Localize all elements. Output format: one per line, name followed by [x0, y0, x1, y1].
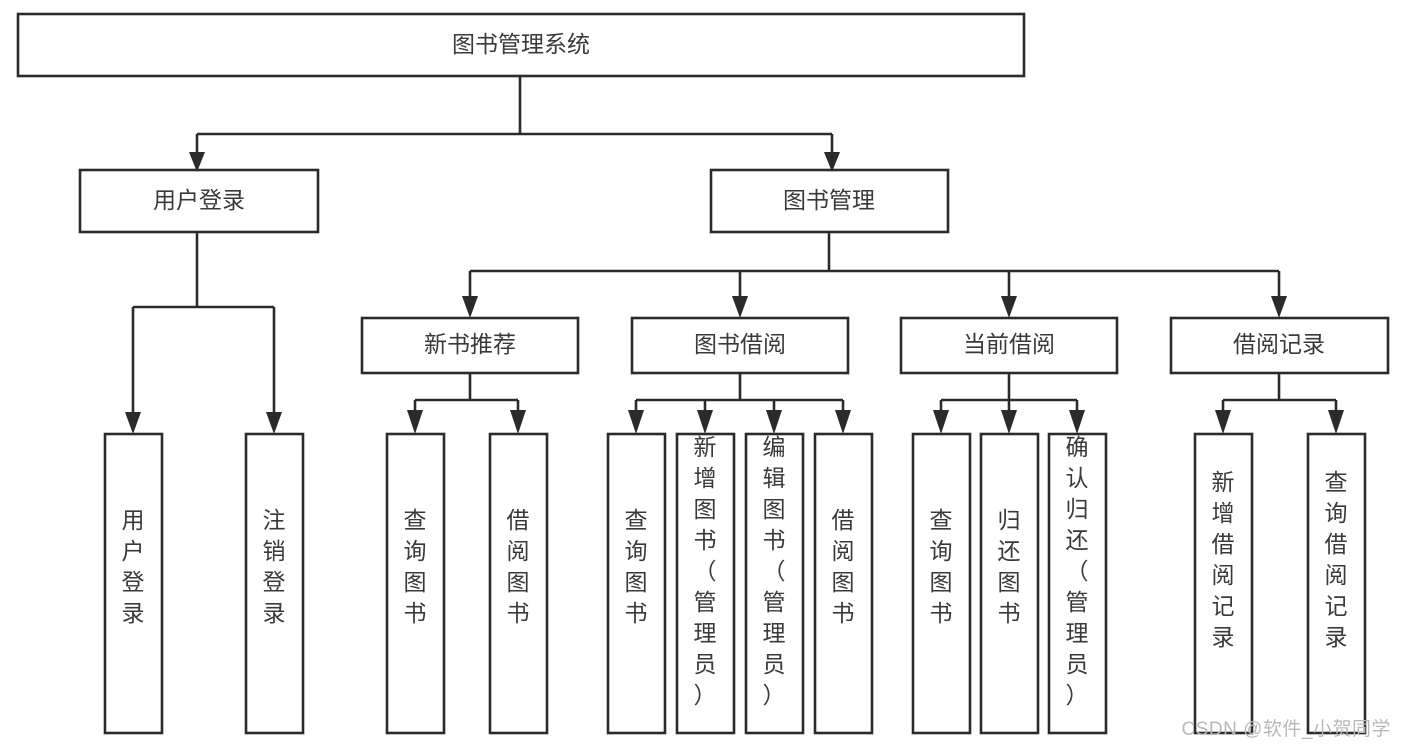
arrowhead-book-manage	[824, 152, 840, 172]
node-leaf-confirm-return-label: 确认归还（管理员）	[1066, 434, 1089, 708]
node-root-label: 图书管理系统	[452, 31, 590, 57]
node-leaf-confirm-return[interactable]: 确认归还（管理员）	[1047, 432, 1108, 735]
node-leaf-user-login-box[interactable]	[103, 432, 164, 735]
arrowhead-leaf-logout-login	[266, 412, 282, 434]
node-new-book-rec[interactable]: 新书推荐	[360, 316, 580, 375]
arrowhead-book-borrow	[732, 296, 748, 318]
arrowhead-current-borrow	[1001, 296, 1017, 318]
node-leaf-return-book-box[interactable]	[979, 432, 1040, 735]
node-current-borrow[interactable]: 当前借阅	[899, 316, 1119, 375]
node-leaf-query-book-1-label: 查询图书	[404, 507, 427, 626]
edge-new-book-rec-to-leaves	[413, 373, 520, 416]
arrowhead-new-book-rec	[462, 296, 478, 318]
edge-book-manage-to-level3	[468, 232, 1281, 300]
node-book-borrow-label: 图书借阅	[694, 331, 786, 357]
arrowhead-leaf-borrow-book-1	[510, 410, 526, 434]
node-user-login-label: 用户登录	[153, 187, 245, 213]
edge-user-login-to-leaves	[131, 232, 276, 416]
node-book-manage-box[interactable]	[709, 168, 950, 234]
node-leaf-return-book-label: 归还图书	[998, 507, 1021, 626]
node-leaf-query-record[interactable]: 查询借阅记录	[1306, 432, 1367, 735]
node-borrow-record[interactable]: 借阅记录	[1169, 316, 1390, 375]
node-leaf-user-login[interactable]: 用户登录	[103, 432, 164, 735]
edge-current-borrow-to-leaves	[939, 373, 1079, 416]
node-leaf-borrow-book-2-label: 借阅图书	[832, 507, 855, 626]
arrowhead-leaf-add-record	[1215, 410, 1231, 434]
node-leaf-add-book[interactable]: 新增图书（管理员）	[675, 432, 736, 735]
node-borrow-record-label: 借阅记录	[1233, 331, 1325, 357]
arrowhead-leaf-query-book-1	[407, 410, 423, 434]
node-book-manage[interactable]: 图书管理	[709, 168, 950, 234]
arrowhead-leaf-return-book	[1001, 410, 1017, 434]
arrowhead-leaf-query-record	[1328, 410, 1344, 434]
node-new-book-rec-label: 新书推荐	[424, 331, 516, 357]
node-leaf-borrow-book-1-box[interactable]	[488, 432, 549, 735]
node-book-manage-label: 图书管理	[783, 187, 875, 213]
node-leaf-query-book-2-label: 查询图书	[625, 507, 648, 626]
node-leaf-borrow-book-1-label: 借阅图书	[507, 507, 530, 626]
arrowhead-borrow-record	[1271, 296, 1287, 318]
node-leaf-borrow-book-1[interactable]: 借阅图书	[488, 432, 549, 735]
node-borrow-record-box[interactable]	[1169, 316, 1390, 375]
node-book-borrow-box[interactable]	[630, 316, 850, 375]
node-leaf-edit-book-label: 编辑图书（管理员）	[763, 434, 786, 708]
node-root[interactable]: 图书管理系统	[16, 12, 1026, 78]
node-leaf-borrow-book-2-box[interactable]	[813, 432, 874, 735]
arrowhead-leaf-query-book-2	[628, 410, 644, 434]
node-leaf-add-record[interactable]: 新增借阅记录	[1193, 432, 1254, 735]
node-leaf-edit-book[interactable]: 编辑图书（管理员）	[744, 432, 805, 735]
edge-book-borrow-to-leaves	[634, 373, 845, 416]
node-leaf-query-book-1-box[interactable]	[385, 432, 446, 735]
node-leaf-logout-login-box[interactable]	[244, 432, 305, 735]
node-user-login[interactable]: 用户登录	[78, 168, 320, 234]
node-leaf-return-book[interactable]: 归还图书	[979, 432, 1040, 735]
node-current-borrow-box[interactable]	[899, 316, 1119, 375]
edge-root-to-level2	[195, 76, 834, 155]
arrowhead-leaf-add-book	[697, 410, 713, 434]
arrowhead-leaf-confirm-return	[1069, 410, 1085, 434]
node-root-box[interactable]	[16, 12, 1026, 78]
node-leaf-query-book-3[interactable]: 查询图书	[911, 432, 972, 735]
node-leaf-logout-login-label: 注销登录	[263, 507, 286, 626]
edge-borrow-record-to-leaves	[1221, 373, 1338, 416]
node-leaf-borrow-book-2[interactable]: 借阅图书	[813, 432, 874, 735]
node-leaf-confirm-return-box[interactable]	[1047, 432, 1108, 735]
arrowhead-leaf-user-login	[125, 412, 141, 434]
node-leaf-edit-book-box[interactable]	[744, 432, 805, 735]
node-leaf-add-book-label: 新增图书（管理员）	[694, 434, 717, 708]
node-leaf-user-login-label: 用户登录	[122, 507, 145, 626]
node-new-book-rec-box[interactable]	[360, 316, 580, 375]
node-leaf-query-book-3-box[interactable]	[911, 432, 972, 735]
node-leaf-add-record-box[interactable]	[1193, 432, 1254, 735]
node-leaf-add-record-label: 新增借阅记录	[1212, 469, 1235, 650]
node-leaf-query-book-1[interactable]: 查询图书	[385, 432, 446, 735]
arrowhead-leaf-edit-book	[766, 410, 782, 434]
arrowhead-user-login	[189, 152, 205, 172]
node-leaf-query-record-label: 查询借阅记录	[1325, 469, 1348, 650]
connector-layer	[125, 76, 1344, 434]
node-leaf-query-record-box[interactable]	[1306, 432, 1367, 735]
node-leaf-add-book-box[interactable]	[675, 432, 736, 735]
node-user-login-box[interactable]	[78, 168, 320, 234]
arrowhead-leaf-query-book-3	[933, 410, 949, 434]
node-leaf-query-book-3-label: 查询图书	[930, 507, 953, 626]
arrowhead-leaf-borrow-book-2	[835, 410, 851, 434]
node-leaf-logout-login[interactable]: 注销登录	[244, 432, 305, 735]
node-book-borrow[interactable]: 图书借阅	[630, 316, 850, 375]
node-leaf-query-book-2[interactable]: 查询图书	[606, 432, 667, 735]
node-leaf-query-book-2-box[interactable]	[606, 432, 667, 735]
node-current-borrow-label: 当前借阅	[963, 331, 1055, 357]
